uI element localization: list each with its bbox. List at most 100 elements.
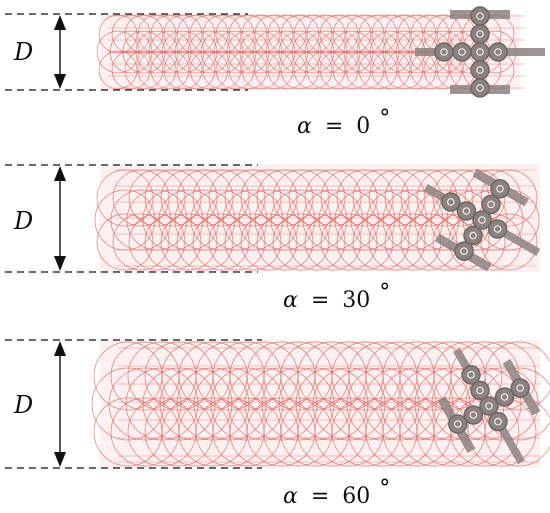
tool-head — [470, 6, 490, 26]
tool-assembly — [423, 168, 541, 272]
trajectory-loop — [189, 50, 229, 90]
tool-head — [488, 42, 508, 62]
trajectory-loop — [215, 14, 255, 54]
panel-alpha-60: D α = 60 ° — [5, 339, 550, 509]
trajectory-loop — [137, 14, 177, 54]
trajectory-loop — [332, 50, 372, 90]
tool-assembly — [415, 6, 545, 98]
trajectory-loop — [368, 213, 426, 271]
tool-head — [441, 192, 461, 212]
tool-head — [487, 219, 508, 239]
trajectory-loop — [160, 213, 218, 271]
tool-head-center — [494, 48, 502, 56]
trajectory-loop — [319, 14, 359, 54]
trajectory-loop — [215, 50, 255, 90]
trajectory-loop — [267, 14, 307, 54]
tool-head — [470, 78, 490, 98]
tool-head-center — [467, 371, 475, 379]
tool-head — [461, 365, 481, 385]
trajectory-loop — [352, 213, 410, 271]
tool-head-center — [462, 207, 471, 215]
trajectory-loop — [189, 14, 229, 54]
trajectory-loop — [384, 50, 424, 90]
trajectory-loop — [293, 50, 333, 90]
trajectory-loop — [332, 14, 372, 54]
trajectory-loop — [124, 50, 164, 90]
dimension-indicator: D — [5, 339, 262, 469]
tool-head-center — [487, 200, 495, 209]
trajectory-loop — [345, 14, 385, 54]
equals-sign: = — [325, 114, 343, 139]
arrow-head-up — [54, 166, 66, 181]
degree-sign: ° — [379, 280, 390, 305]
trajectory-loop — [124, 14, 164, 54]
trajectory-loop — [150, 14, 190, 54]
tool-head-center — [476, 12, 484, 20]
trajectory-loop — [304, 213, 362, 271]
trajectory-loop — [480, 213, 538, 271]
trajectory-loop — [98, 50, 138, 90]
tool-head-center — [447, 198, 455, 206]
trajectory-loop — [111, 14, 151, 54]
arrow-head-down — [54, 74, 66, 89]
tool-head-center — [494, 417, 502, 426]
trajectory-loop — [137, 50, 177, 90]
dimension-label: D — [13, 207, 33, 235]
angle-symbol: α — [297, 114, 312, 139]
angle-label: α = 60 ° — [283, 476, 390, 509]
dimension-label: D — [13, 391, 33, 419]
trajectory-loop — [163, 14, 203, 54]
trajectory-loop — [111, 50, 151, 90]
trajectory-loop — [150, 50, 190, 90]
trajectory-loop — [192, 213, 250, 271]
trajectory-loop — [163, 50, 203, 90]
tool-head-center — [478, 216, 486, 224]
trajectory-loop — [112, 213, 170, 271]
trajectory-loop — [345, 50, 385, 90]
trajectory-loop — [241, 14, 281, 54]
equals-sign: = — [311, 288, 329, 313]
trajectory-loop — [306, 14, 346, 54]
trajectory-loop — [256, 213, 314, 271]
trajectory-loop — [98, 14, 138, 54]
degree-sign: ° — [379, 476, 390, 501]
trajectory-loop — [144, 213, 202, 271]
angle-value: 60 — [342, 484, 370, 509]
trajectory-loop — [319, 50, 359, 90]
trajectory-loops — [91, 341, 550, 467]
arrow-head-down — [54, 256, 66, 271]
trajectory-loop — [228, 50, 268, 90]
trajectory-loop — [358, 14, 398, 54]
tool-head — [434, 42, 454, 62]
trajectory-loop — [228, 14, 268, 54]
trajectory-loop — [384, 14, 424, 54]
trajectory-loop — [288, 213, 346, 271]
tool-head-center — [485, 402, 493, 410]
trajectory-loop — [224, 213, 282, 271]
tool-head — [452, 42, 472, 62]
trajectory-loop — [176, 50, 216, 90]
trajectory-loop — [176, 14, 216, 54]
trajectory-loop — [128, 213, 186, 271]
arrow-head-down — [54, 452, 66, 467]
degree-sign: ° — [379, 106, 390, 131]
trajectory-loop — [371, 14, 411, 54]
tool-head — [488, 411, 508, 432]
trajectory-loop — [320, 213, 378, 271]
tool-head — [470, 380, 490, 401]
trajectory-loop — [336, 213, 394, 271]
angle-value: 0 — [356, 114, 370, 139]
trajectory-loop — [241, 50, 281, 90]
tool-head-center — [496, 185, 504, 193]
tool-head-center — [454, 420, 462, 428]
angle-value: 30 — [342, 288, 370, 313]
trajectory-loop — [176, 213, 234, 271]
tool-head-center — [476, 66, 484, 74]
trajectory-loop — [267, 50, 307, 90]
arrow-head-up — [54, 15, 66, 30]
tool-head-center — [476, 48, 484, 56]
tool-head-center — [476, 84, 484, 92]
trajectory-loop — [484, 397, 550, 467]
angle-symbol: α — [283, 288, 298, 313]
